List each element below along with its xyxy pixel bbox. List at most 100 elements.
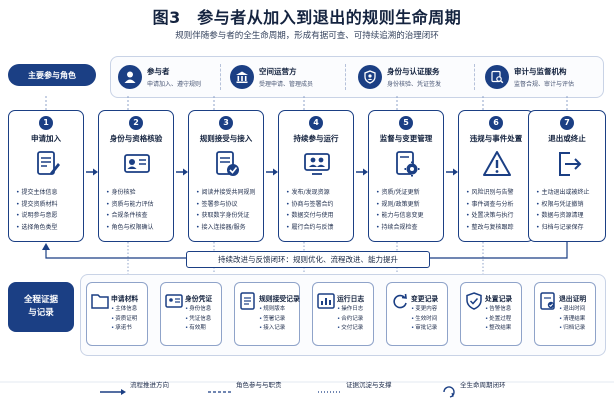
stage-bullet: 权限与凭证撤销 <box>536 199 590 211</box>
evidence-bullet: 凭证信息 <box>185 315 211 325</box>
evidence-name: 规则接受记录 <box>259 295 300 303</box>
flow-arrow-icon <box>176 168 188 176</box>
stage-bullet: 合规条件核查 <box>106 210 154 222</box>
shield-check-icon <box>466 292 482 310</box>
stage-bullet: 提交主体信息 <box>16 187 58 199</box>
stage-name: 申请加入 <box>31 134 61 143</box>
stage-bullet: 主动退出或被终止 <box>536 187 590 199</box>
evidence-card-exit-proof: 退出证明 退出时间清理结果归档记录 <box>534 282 596 346</box>
stage-bullet: 能力与信息变更 <box>376 210 424 222</box>
evidence-bullet: 生效时间 <box>411 315 437 325</box>
stage-bullet: 发布/发现资源 <box>286 187 334 199</box>
evidence-name: 运行日志 <box>337 295 365 303</box>
stage-bullet: 资质与能力评估 <box>106 199 154 211</box>
role-divider <box>220 64 222 90</box>
role-divider <box>345 64 347 90</box>
evidence-card-operation-log: 运行日志 操作日志合约记录交付记录 <box>312 282 374 346</box>
role-divider <box>474 64 476 90</box>
evidence-label-line: 与记录 <box>28 308 54 318</box>
refresh-icon <box>393 293 407 309</box>
stage-card-operate: 4 持续参与运行 发布/发现资源协商与签署合约数据交付与使用履行合约与反馈 <box>278 110 354 242</box>
stage-card-apply: 1 申请加入 提交主体信息提交资质材料说明参与意愿选择角色类型 <box>8 110 84 242</box>
evidence-bullet: 承诺书 <box>111 324 137 334</box>
stage-bullet: 持续合规检查 <box>376 222 424 234</box>
stage-bullet: 阅读并接受共同规则 <box>196 187 256 199</box>
role-name: 参与者 <box>147 67 170 76</box>
evidence-card-credential: 身份凭证 身份信息凭证信息有效期 <box>160 282 222 346</box>
building-icon <box>230 65 254 89</box>
record-doc-icon <box>240 292 255 310</box>
gear-doc-icon <box>396 151 420 177</box>
stage-number: 4 <box>309 116 323 130</box>
role-desc: 监督合规、审计与评估 <box>514 81 575 88</box>
stage-bullet: 说明参与意愿 <box>16 210 58 222</box>
chart-log-icon <box>317 293 335 309</box>
stage-number: 2 <box>129 116 143 130</box>
stage-bullet: 资质/凭证更新 <box>376 187 424 199</box>
role-desc: 申请加入、遵守规则 <box>147 81 202 88</box>
stage-bullet: 身份核验 <box>106 187 154 199</box>
evidence-bullet: 操作日志 <box>337 305 363 315</box>
rule-accept-icon <box>216 151 239 176</box>
role-name: 空间运营方 <box>259 67 297 76</box>
application-form-icon <box>37 151 60 175</box>
person-icon <box>118 65 142 89</box>
stage-card-incident: 6 违规与事件处置 风险识别与告警事件调查与分析处置决策与执行整改与复核跟踪 <box>458 110 534 242</box>
stage-bullet: 归档与记录保存 <box>536 222 590 234</box>
stage-number: 1 <box>39 116 53 130</box>
evidence-bullet: 整改结果 <box>485 324 511 334</box>
roles-label: 主要参与角色 <box>8 64 96 86</box>
role-name: 审计与监督机构 <box>514 67 567 76</box>
evidence-card-handling-record: 处置记录 告警信息处置过程整改结果 <box>460 282 522 346</box>
role-connectors <box>45 96 568 110</box>
stage-number: 6 <box>489 116 503 130</box>
flow-arrow-icon <box>356 168 368 176</box>
role-identity-service: 身份与认证服务身份核验、凭证签发 <box>358 62 441 92</box>
roles-panel <box>110 56 604 98</box>
evidence-name: 退出证明 <box>559 295 587 303</box>
role-desc: 身份核验、凭证签发 <box>387 81 442 88</box>
stage-bullet: 处置决策与执行 <box>466 210 514 222</box>
evidence-bullet: 合约记录 <box>337 315 363 325</box>
legend-solid-arrow <box>100 389 126 395</box>
stage-number: 5 <box>399 116 413 130</box>
evidence-bullet: 归档记录 <box>559 324 585 334</box>
evidence-card-rule-record: 规则接受记录 规则版本签署记录接入记录 <box>234 282 300 346</box>
role-name: 身份与认证服务 <box>387 67 440 76</box>
stage-name: 监督与变更管理 <box>379 134 433 143</box>
figure-title: 图3 参与者从加入到退出的规则生命周期 <box>152 8 462 27</box>
exit-icon <box>559 152 582 176</box>
warning-icon <box>483 151 511 176</box>
evidence-bullet: 规则版本 <box>259 305 285 315</box>
stage-name: 身份与资格核验 <box>109 134 163 143</box>
evidence-bullet: 签署记录 <box>259 315 285 325</box>
legend-label: 全生命周期闭环 <box>460 381 506 389</box>
stage-bullet: 协商与签署合约 <box>286 199 334 211</box>
evidence-bullet: 审批记录 <box>411 324 437 334</box>
evidence-name: 身份凭证 <box>185 295 213 303</box>
stage-bullet: 提交资质材料 <box>16 199 58 211</box>
id-card-icon <box>165 294 183 308</box>
folder-icon <box>91 294 109 309</box>
stage-bullet: 风险识别与告警 <box>466 187 514 199</box>
exit-doc-icon <box>540 292 555 310</box>
evidence-card-application: 申请材料 主体信息资质证明承诺书 <box>86 282 148 346</box>
evidence-bullet: 交付记录 <box>337 324 363 334</box>
participation-icon <box>304 153 330 175</box>
evidence-name: 变更记录 <box>411 295 439 303</box>
stage-bullet: 接入连接器/服务 <box>196 222 256 234</box>
stage-bullet: 获取数字身份凭证 <box>196 210 256 222</box>
stage-card-exit: 7 退出或终止 主动退出或被终止权限与凭证撤销数据与资源清理归档与记录保存 <box>528 110 606 242</box>
evidence-name: 处置记录 <box>485 295 513 303</box>
stage-bullet: 履行合约与反馈 <box>286 222 334 234</box>
evidence-bullet: 退出时间 <box>559 305 585 315</box>
stage-name: 违规与事件处置 <box>469 134 523 143</box>
feedback-loop-label: 持续改进与反馈闭环：规则优化、流程改进、能力提升 <box>186 251 430 268</box>
figure-subtitle: 规则伴随参与者的全生命周期，形成有据可查、可持续追溯的治理闭环 <box>175 31 439 41</box>
legend-loop-icon <box>443 386 455 398</box>
stage-bullet: 事件调查与分析 <box>466 199 514 211</box>
stage-card-verify: 2 身份与资格核验 身份核验资质与能力评估合规条件核查角色与权限确认 <box>98 110 174 242</box>
audit-search-icon <box>485 65 509 89</box>
legend-swatches <box>0 381 614 398</box>
id-verify-icon <box>124 154 150 173</box>
